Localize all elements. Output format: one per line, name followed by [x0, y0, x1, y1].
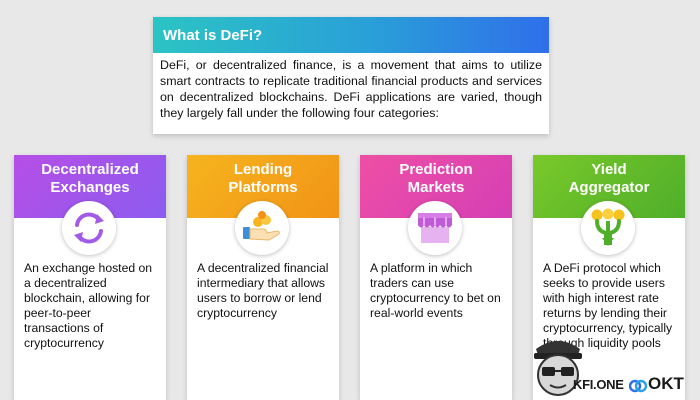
card-title-line: Aggregator: [568, 179, 650, 196]
card-lending-platforms: Lending Platforms A decentralized financ…: [187, 155, 339, 400]
card-description: An exchange hosted on a decentralized bl…: [24, 261, 153, 350]
market-stall-icon: [408, 201, 462, 255]
brand-okt: OKT: [648, 374, 684, 393]
hand-coins-icon: [235, 201, 289, 255]
card-title-line: Prediction: [399, 161, 473, 178]
mascot-logo-icon: [528, 335, 588, 400]
card-title-line: Decentralized: [41, 161, 139, 178]
exchange-arrows-icon: [62, 201, 116, 255]
card-title-line: Markets: [407, 179, 465, 196]
card-title-line: Yield: [591, 161, 627, 178]
card-title-line: Platforms: [228, 179, 298, 196]
card-description: A platform in which traders can use cryp…: [370, 261, 501, 320]
intro-text: DeFi, or decentralized finance, is a mov…: [160, 58, 542, 120]
intro-title: What is DeFi?: [153, 17, 549, 53]
card-yield-aggregator: Yield Aggregator A DeFi protocol which s…: [533, 155, 685, 400]
brand-kfi-one: KFI.ONE: [573, 377, 624, 392]
okt-logo-icon: [628, 377, 648, 400]
card-description: A decentralized financial intermediary t…: [197, 261, 329, 320]
card-title-line: Exchanges: [50, 179, 130, 196]
card-title: Lending Platforms: [187, 155, 339, 218]
card-decentralized-exchanges: Decentralized Exchanges An exchange host…: [14, 155, 166, 400]
funnel-coins-icon: [581, 201, 635, 255]
card-title-line: Lending: [233, 161, 293, 178]
card-prediction-markets: Prediction Markets A platform in which t…: [360, 155, 512, 400]
intro-card: What is DeFi? DeFi, or decentralized fin…: [153, 17, 549, 134]
